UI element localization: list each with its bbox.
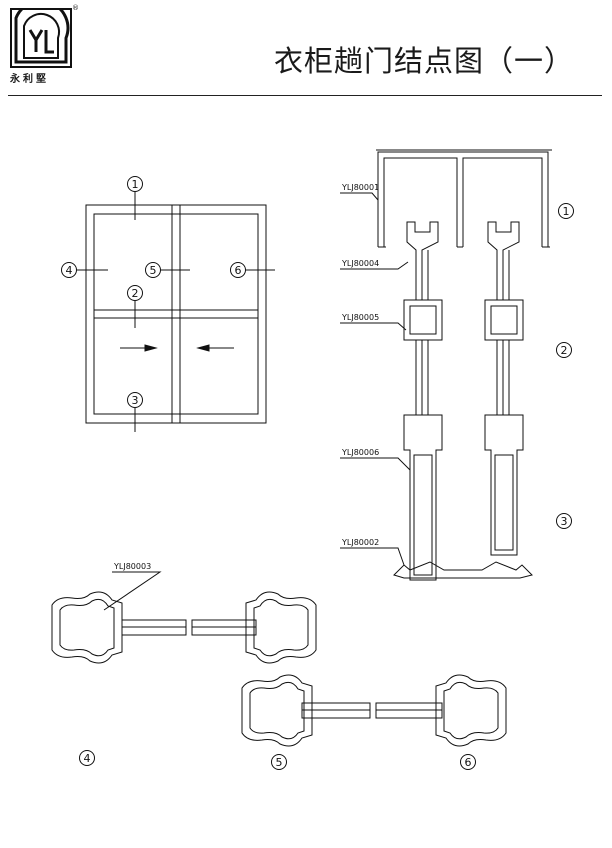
svg-text:1: 1: [563, 205, 570, 218]
part-label-YLJ80003: YLJ80003: [113, 562, 151, 571]
part-label-YLJ80006: YLJ80006: [341, 448, 379, 457]
brand-logo: [10, 8, 72, 68]
page-header: ® 永利堅 衣柜趟门结点图（一）: [0, 0, 612, 100]
leader-YLJ80004: [340, 261, 409, 270]
leader-YLJ80003: [103, 571, 162, 611]
outer-frame: [85, 204, 267, 424]
part-label-YLJ80001: YLJ80001: [341, 183, 379, 192]
vsec-marker-2: 2: [556, 342, 572, 358]
vsec-marker-1: 1: [558, 203, 574, 219]
door-elevation: 1 4 5 6 2 3: [61, 176, 275, 432]
slide-right-arrow: [120, 344, 158, 352]
page-title: 衣柜趟门结点图（一）: [273, 44, 574, 78]
bottom-track-profile: [393, 561, 533, 579]
registered-mark: ®: [72, 4, 79, 12]
leader-YLJ80001: [340, 192, 379, 201]
leader-YLJ80006: [340, 457, 411, 471]
leader-YLJ80002: [340, 547, 405, 566]
right-door-section: [484, 221, 524, 556]
brand-name: 永利堅: [10, 74, 49, 85]
elev-marker-3: 3: [127, 392, 143, 408]
hsec-marker-4: 4: [79, 750, 95, 766]
part-label-YLJ80004: YLJ80004: [341, 259, 379, 268]
vsec-marker-3: 3: [556, 513, 572, 529]
svg-text:6: 6: [235, 264, 242, 277]
elev-marker-6: 6: [230, 262, 246, 278]
svg-text:5: 5: [150, 264, 157, 277]
hsec-marker-5: 5: [271, 754, 287, 770]
elev-marker-5: 5: [145, 262, 161, 278]
svg-text:6: 6: [465, 756, 472, 769]
svg-text:3: 3: [132, 394, 139, 407]
inner-frame: [93, 213, 259, 415]
svg-text:2: 2: [132, 287, 139, 300]
horizontal-section: YLJ80003 4 5 6: [51, 562, 507, 770]
part-label-YLJ80005: YLJ80005: [341, 313, 379, 322]
svg-text:1: 1: [132, 178, 139, 191]
svg-text:4: 4: [66, 264, 73, 277]
elev-marker-4: 4: [61, 262, 77, 278]
lower-door-section: [241, 674, 507, 747]
leader-YLJ80005: [340, 322, 407, 331]
svg-text:4: 4: [84, 752, 91, 765]
part-label-YLJ80002: YLJ80002: [341, 538, 379, 547]
vertical-section: YLJ80001 YLJ80004 YLJ80005 YLJ80006 YLJ8…: [340, 149, 574, 581]
hsec-marker-6: 6: [460, 754, 476, 770]
upper-door-section: [51, 591, 317, 664]
svg-text:3: 3: [561, 515, 568, 528]
svg-text:5: 5: [276, 756, 283, 769]
header-divider: [8, 95, 602, 96]
svg-text:2: 2: [561, 344, 568, 357]
elev-marker-1: 1: [127, 176, 143, 192]
slide-left-arrow: [196, 344, 234, 352]
elev-marker-2: 2: [127, 285, 143, 301]
left-door-section: [403, 221, 443, 581]
top-track-profile: [377, 151, 550, 248]
